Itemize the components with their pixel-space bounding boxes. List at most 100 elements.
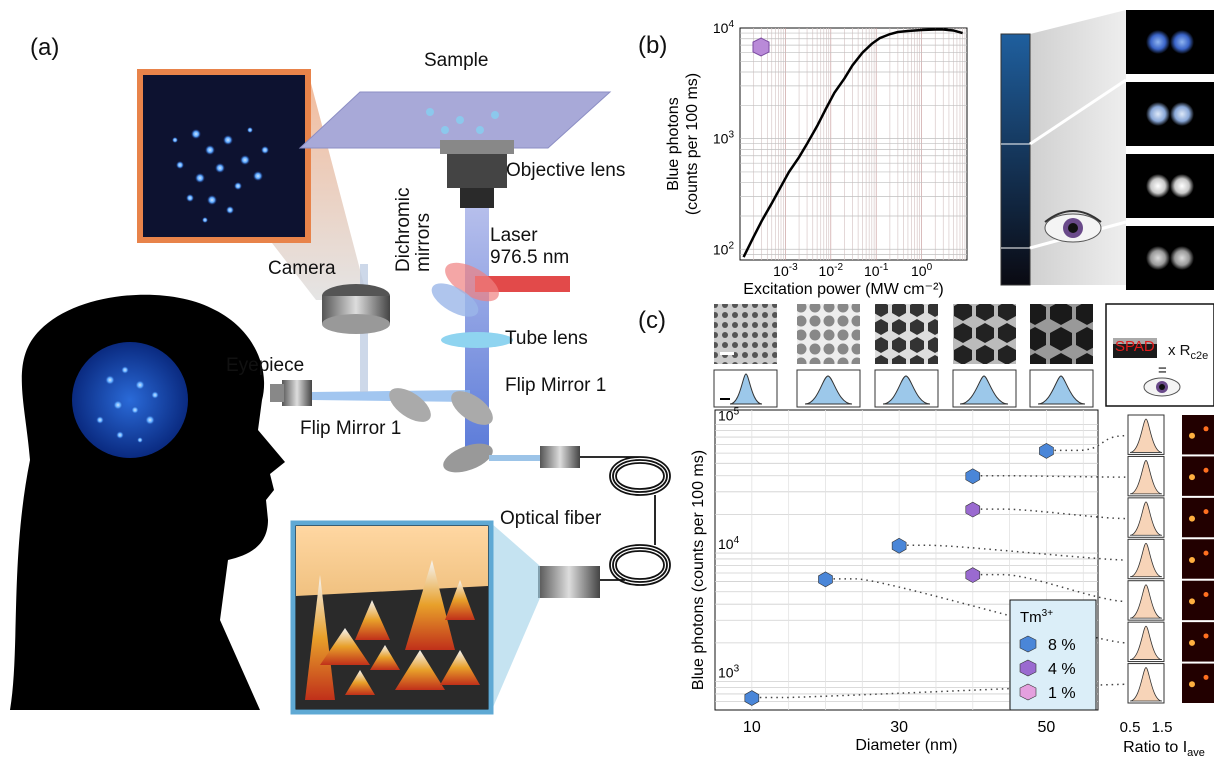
legend-marker [1019, 683, 1037, 701]
laser-label-line1: Laser [490, 225, 538, 246]
chart-b-ylabel-line2: (counts per 100 ms) [684, 73, 701, 215]
panel-a-illustration [10, 69, 671, 715]
legend-label: 8 % [1048, 637, 1076, 654]
ratio-distribution [1129, 418, 1163, 453]
spad-image [1182, 415, 1214, 455]
panel-a-label: (a) [30, 34, 60, 61]
y-tick-label: 103 [713, 130, 735, 147]
spad-equals: = [1158, 362, 1167, 379]
tem-image-5 [1030, 304, 1093, 364]
y-tick-label: 102 [713, 240, 735, 257]
laser-label: Laser 976.5 nm [490, 225, 569, 269]
connector-line [759, 683, 1127, 699]
data-point [818, 571, 833, 588]
panel-c-label: (c) [638, 307, 666, 334]
objective-lens [447, 148, 507, 188]
x-tick-label: 100 [911, 262, 933, 279]
ratio-distribution [1129, 667, 1163, 702]
flip-mirror-left [389, 388, 431, 422]
fiber-detector [538, 566, 600, 598]
mirror-bottom [443, 443, 493, 473]
intensity-peaks [305, 560, 480, 700]
sample-stage [298, 91, 612, 149]
eyepiece-label: Eyepiece [226, 355, 305, 376]
x-tick-label: 10-3 [773, 262, 798, 279]
ratio-distribution [1129, 460, 1163, 495]
y-tick-label: 104 [713, 19, 735, 36]
chart-b-curve [742, 28, 963, 258]
perceived-spots [96, 366, 159, 443]
x-tick-label: 10-1 [864, 262, 889, 279]
x-tick-label: 50 [1038, 719, 1056, 736]
chart-c-legend: Tm3+ 8 % 4 % 1 % [1009, 599, 1097, 711]
spad-eye-icon [1143, 377, 1181, 397]
perceived-image [72, 342, 188, 458]
data-point [965, 567, 981, 583]
data-point [965, 501, 981, 518]
spad-label: SPAD [1115, 338, 1155, 355]
intensity-gradient-bar [1000, 33, 1031, 286]
side-x-tick-label: 1.5 [1152, 719, 1173, 736]
chart-b-xlabel: Excitation power (MW cm⁻²) [743, 281, 943, 298]
tem-thumbnails [713, 303, 1214, 408]
camera-label: Camera [268, 258, 336, 279]
sample-particles [426, 108, 499, 134]
spad-formula: x Rc2e [1168, 342, 1208, 362]
optical-fiber-coil [580, 456, 671, 586]
side-x-tick-label: 0.5 [1120, 719, 1141, 736]
x-tick-label: 30 [890, 719, 908, 736]
ratio-distribution [1129, 542, 1163, 578]
legend-title: Tm3+ [1020, 608, 1053, 626]
legend-label: 4 % [1048, 661, 1076, 678]
tem-image-3 [875, 304, 938, 364]
spad-formula-subscript: c2e [1190, 350, 1209, 362]
legend-marker [1019, 659, 1037, 677]
tem-image-1 [714, 304, 777, 364]
data-point [965, 468, 981, 485]
laser-label-line2: 976.5 nm [490, 247, 570, 268]
fiber-coupler [540, 446, 580, 468]
dichromic-mirror-2 [431, 283, 479, 317]
panel-b-resolution-illustration [1000, 10, 1214, 290]
dichromic-label-line1: Dichromic [393, 187, 414, 272]
chart-b-ylabel-line1: Blue photons [665, 97, 682, 190]
y-tick-label: 105 [718, 407, 740, 424]
legend-marker [1019, 635, 1037, 653]
side-xlabel: Ratio to Iave [1123, 739, 1205, 759]
legend-label: 1 % [1048, 685, 1076, 702]
data-point [891, 537, 907, 554]
objective-lens-label: Objective lens [506, 160, 626, 181]
y-tick-label: 104 [718, 535, 740, 552]
flip-mirror-right-label: Flip Mirror 1 [505, 375, 607, 396]
panel-b-label: (b) [638, 32, 668, 59]
sample-label: Sample [424, 50, 489, 71]
dichromic-label-line2: mirrors [413, 212, 434, 272]
flip-mirror-left-label: Flip Mirror 1 [300, 418, 402, 439]
ratio-distribution [1129, 501, 1163, 536]
chart-c-xlabel: Diameter (nm) [855, 737, 957, 754]
spad-image [1182, 663, 1214, 703]
spad-image [1182, 622, 1214, 662]
spad-image [1182, 539, 1214, 579]
size-distributions [713, 369, 1094, 408]
eye-icon [1044, 210, 1102, 243]
y-tick-label: 103 [718, 664, 740, 681]
connector-line [980, 508, 1127, 520]
tem-image-4 [953, 304, 1016, 364]
tube-lens-label: Tube lens [505, 328, 588, 349]
spad-image [1182, 497, 1214, 538]
tem-image-2 [797, 304, 860, 364]
data-point [744, 690, 760, 706]
spad-formula-text: x R [1168, 342, 1191, 359]
eyepiece [282, 380, 312, 406]
camera-image [137, 69, 311, 243]
nanoparticle-icon [752, 37, 770, 57]
x-tick-label: 10-2 [819, 262, 844, 279]
connector-line [980, 474, 1127, 478]
camera-spots [172, 127, 269, 223]
chart-c-ylabel: Blue photons (counts per 100 ms) [690, 450, 707, 690]
connector-line [1054, 434, 1127, 452]
spad-image [1182, 580, 1214, 621]
